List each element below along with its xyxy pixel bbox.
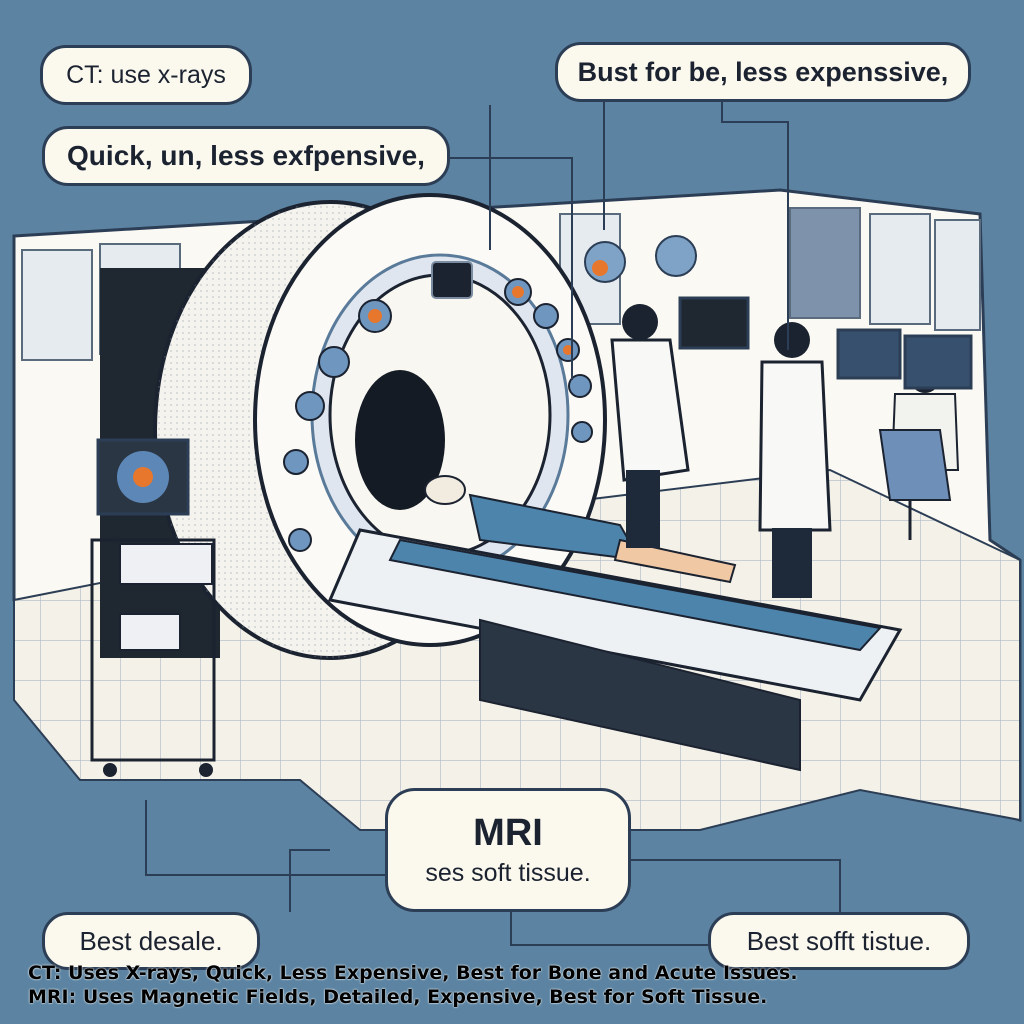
quick-text: Quick, un, less exfpensive, xyxy=(67,140,425,171)
monitor-icon xyxy=(678,296,973,390)
caption-line-ct: CT: Uses X-rays, Quick, Less Expensive, … xyxy=(28,962,798,984)
best-right-text: Best sofft tistue. xyxy=(746,925,932,956)
best-left-bubble: Best desale. xyxy=(42,912,260,970)
office-chair-icon xyxy=(878,429,952,540)
brain-scan-icon xyxy=(584,235,697,283)
equipment-cart-icon xyxy=(90,438,216,777)
mri-title: MRI xyxy=(473,812,543,854)
best-left-text: Best desale. xyxy=(79,925,223,956)
quick-bubble: Quick, un, less exfpensive, xyxy=(42,126,450,186)
patient-icon xyxy=(424,475,737,584)
best-right-bubble: Best sofft tistue. xyxy=(708,912,970,970)
caption-line-mri: MRI: Uses Magnetic Fields, Detailed, Exp… xyxy=(28,986,768,1008)
doctor-icon xyxy=(758,322,832,598)
callout-connectors xyxy=(145,102,841,946)
bust-bubble: Bust for be, less expenssive, xyxy=(555,42,971,102)
patient-table xyxy=(327,528,903,772)
ct-xray-text: CT: use x-rays xyxy=(66,60,226,89)
doctor-icon xyxy=(610,304,690,548)
mri-subtitle: ses soft tissue. xyxy=(425,859,591,887)
mri-bubble: MRI ses soft tissue. xyxy=(385,788,631,912)
ct-xray-bubble: CT: use x-rays xyxy=(40,45,252,105)
bust-text: Bust for be, less expenssive, xyxy=(577,56,949,87)
